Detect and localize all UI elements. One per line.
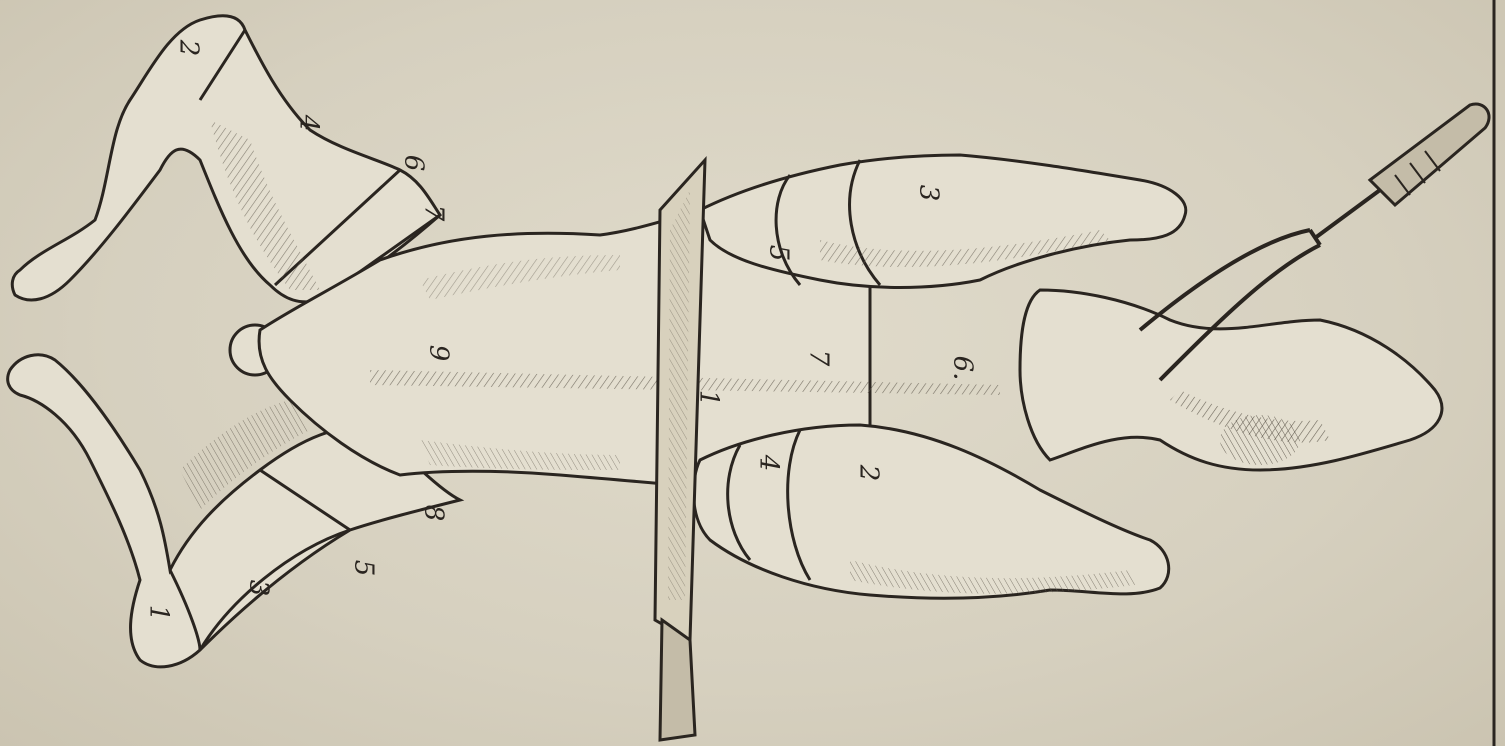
cut-label: 6 [400, 155, 426, 172]
cut-label: 8 [420, 505, 446, 522]
cut-label: 1 [145, 605, 171, 622]
cut-label: 3 [245, 580, 271, 597]
cut-label: 6. [949, 356, 975, 381]
cut-label: 9 [425, 345, 451, 362]
cut-label: 4 [755, 455, 781, 472]
cut-label: 2 [855, 465, 881, 482]
lower-shoulder [693, 425, 1168, 598]
upper-shoulder [700, 155, 1186, 288]
cut-label: 1 [695, 390, 721, 407]
cut-label: 2 [175, 40, 201, 57]
eye-shading [1220, 415, 1300, 465]
cut-label: 5 [765, 245, 791, 262]
fork-handle [1370, 104, 1489, 205]
cut-label: 7 [420, 205, 446, 222]
cut-label: 4 [295, 115, 321, 132]
cut-label: 7 [805, 350, 831, 367]
cut-label: 5 [350, 560, 376, 577]
cut-label: 3 [915, 185, 941, 202]
